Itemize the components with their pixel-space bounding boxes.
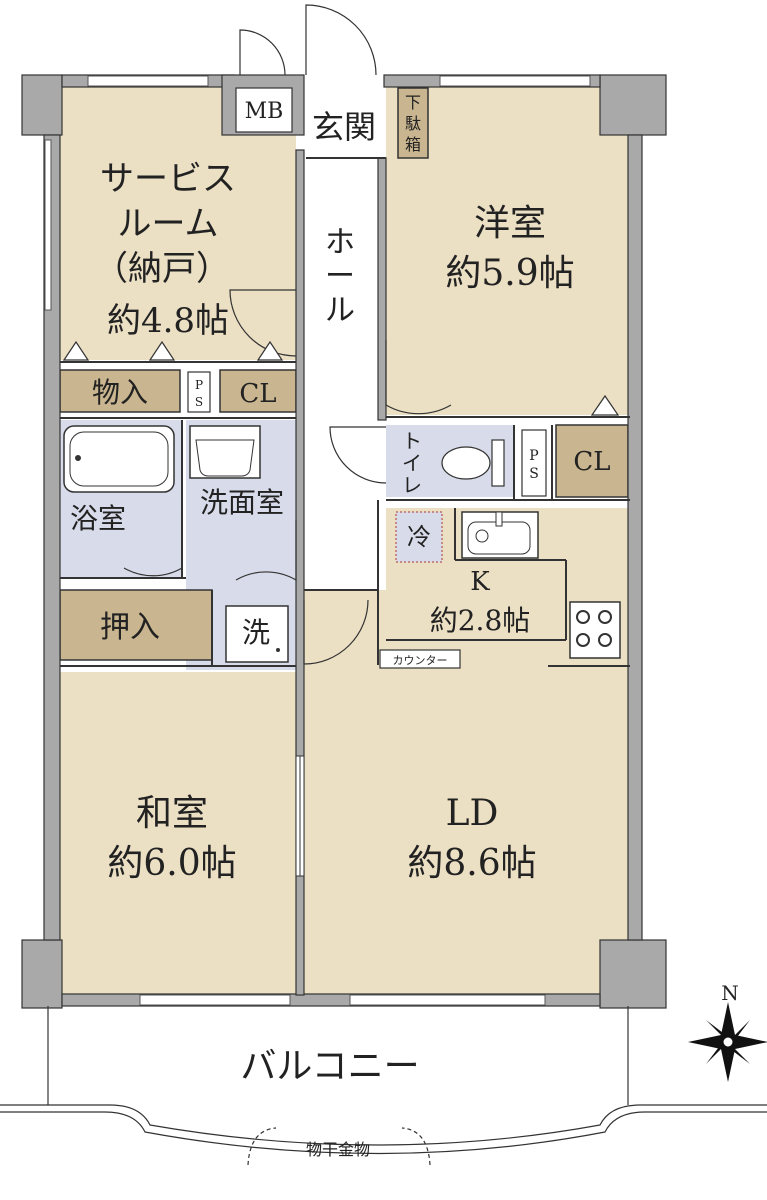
hall-area: [302, 150, 378, 590]
service-room-door: [229, 289, 297, 357]
kitchen-size: 約2.8帖: [430, 604, 531, 637]
washer-label: 洗: [242, 616, 270, 649]
hall-1: ホ: [325, 225, 355, 260]
mb-label: MB: [245, 99, 284, 124]
japanese-room-size: 約6.0帖: [107, 843, 236, 884]
ld-door: [303, 599, 369, 665]
toilet-2: イ: [402, 451, 422, 475]
bathtub: [63, 425, 175, 493]
washbasin: [189, 425, 261, 479]
toilet-3: レ: [402, 473, 422, 497]
toilet-door: [329, 426, 387, 484]
window-top-left: [87, 75, 209, 87]
shoe-box-3: 箱: [405, 135, 421, 154]
drying-hardware-label: 物干金物: [306, 1140, 370, 1159]
window-bottom-left: [139, 994, 291, 1006]
windows: [44, 75, 591, 1006]
closet-markers: [62, 340, 620, 416]
stove: [569, 601, 621, 659]
window-bottom-right: [349, 994, 546, 1006]
storage-area: [59, 369, 181, 413]
japanese-room-name: 和室: [136, 793, 208, 834]
service-room-size: 約4.8帖: [107, 301, 229, 341]
oshiire-area: [59, 589, 213, 661]
storage-label: 物入: [92, 376, 148, 409]
wall-corner-bottom-right: [599, 939, 667, 1009]
doors: [123, 4, 452, 665]
kitchen-name: K: [470, 567, 490, 597]
western-room-size: 約5.9帖: [445, 253, 574, 294]
entrance-area: [304, 88, 380, 158]
sliding-door: [295, 755, 305, 877]
wall-left: [43, 134, 61, 941]
ps-right-label-1: P: [529, 448, 538, 464]
service-room-line1: サービス: [100, 159, 236, 199]
labels: サービス ルーム （納戸） 約4.8帖 洋室 約5.9帖 玄関 下 駄 箱 ホ …: [70, 93, 739, 1159]
japanese-room-area: [60, 672, 296, 994]
wall-right: [627, 134, 643, 941]
compass-north-label: N: [721, 981, 739, 1005]
cl-left-label: CL: [239, 379, 276, 409]
wall-corner-bottom-left: [21, 939, 63, 1009]
balcony-area: [48, 998, 628, 1100]
oshiire-label: 押入: [100, 610, 160, 645]
bathroom-label: 浴室: [70, 502, 126, 535]
ps-left-label-2: S: [195, 395, 203, 409]
entrance-label: 玄関: [312, 108, 376, 146]
ld-name: LD: [446, 793, 499, 834]
ps-box-right: [521, 429, 547, 497]
fridge-label: 冷: [407, 523, 431, 551]
partitions: [60, 157, 630, 667]
counter: [379, 649, 461, 669]
wall-corner-top-left: [21, 74, 63, 136]
wall-corner-top-right: [599, 74, 667, 136]
mb-box: [235, 87, 293, 133]
service-room-line2: ルーム: [118, 204, 219, 244]
kitchen-sink: [461, 511, 539, 559]
wall-hall-right: [377, 157, 387, 421]
shoe-box-2: 駄: [405, 114, 421, 133]
mb-door: [239, 29, 286, 76]
toilet-1: ト: [402, 429, 422, 453]
closet-cl-left-area: [219, 369, 297, 413]
balcony-label: バルコニー: [240, 1046, 419, 1087]
closet-cl-right-area: [555, 424, 629, 498]
shoe-box-area: [397, 87, 429, 159]
washer: [225, 605, 289, 663]
service-room-line3: （納戸）: [94, 249, 230, 289]
balcony-outline: [0, 1006, 767, 1166]
western-room-name: 洋室: [474, 203, 546, 244]
washroom-door: [235, 520, 297, 582]
hall-3: ル: [325, 293, 355, 328]
washroom-label: 洗面室: [200, 486, 284, 519]
ld-size: 約8.6帖: [407, 843, 536, 884]
shoe-box-1: 下: [405, 93, 421, 112]
cl-right-label: CL: [573, 447, 610, 477]
bathroom-door: [123, 510, 183, 577]
entrance-door: [305, 4, 377, 76]
toilet-fixture: [441, 439, 505, 487]
ps-box-left: [187, 371, 211, 413]
counter-label: カウンター: [393, 654, 448, 667]
window-left-side: [44, 139, 52, 311]
ps-left-label-1: P: [195, 378, 203, 392]
fridge-space: [395, 511, 443, 563]
hall-2: ー: [325, 259, 355, 294]
western-room-door: [385, 340, 452, 415]
compass-rose: [688, 1002, 767, 1082]
ps-right-label-2: S: [529, 466, 539, 482]
window-top-right: [439, 75, 591, 87]
